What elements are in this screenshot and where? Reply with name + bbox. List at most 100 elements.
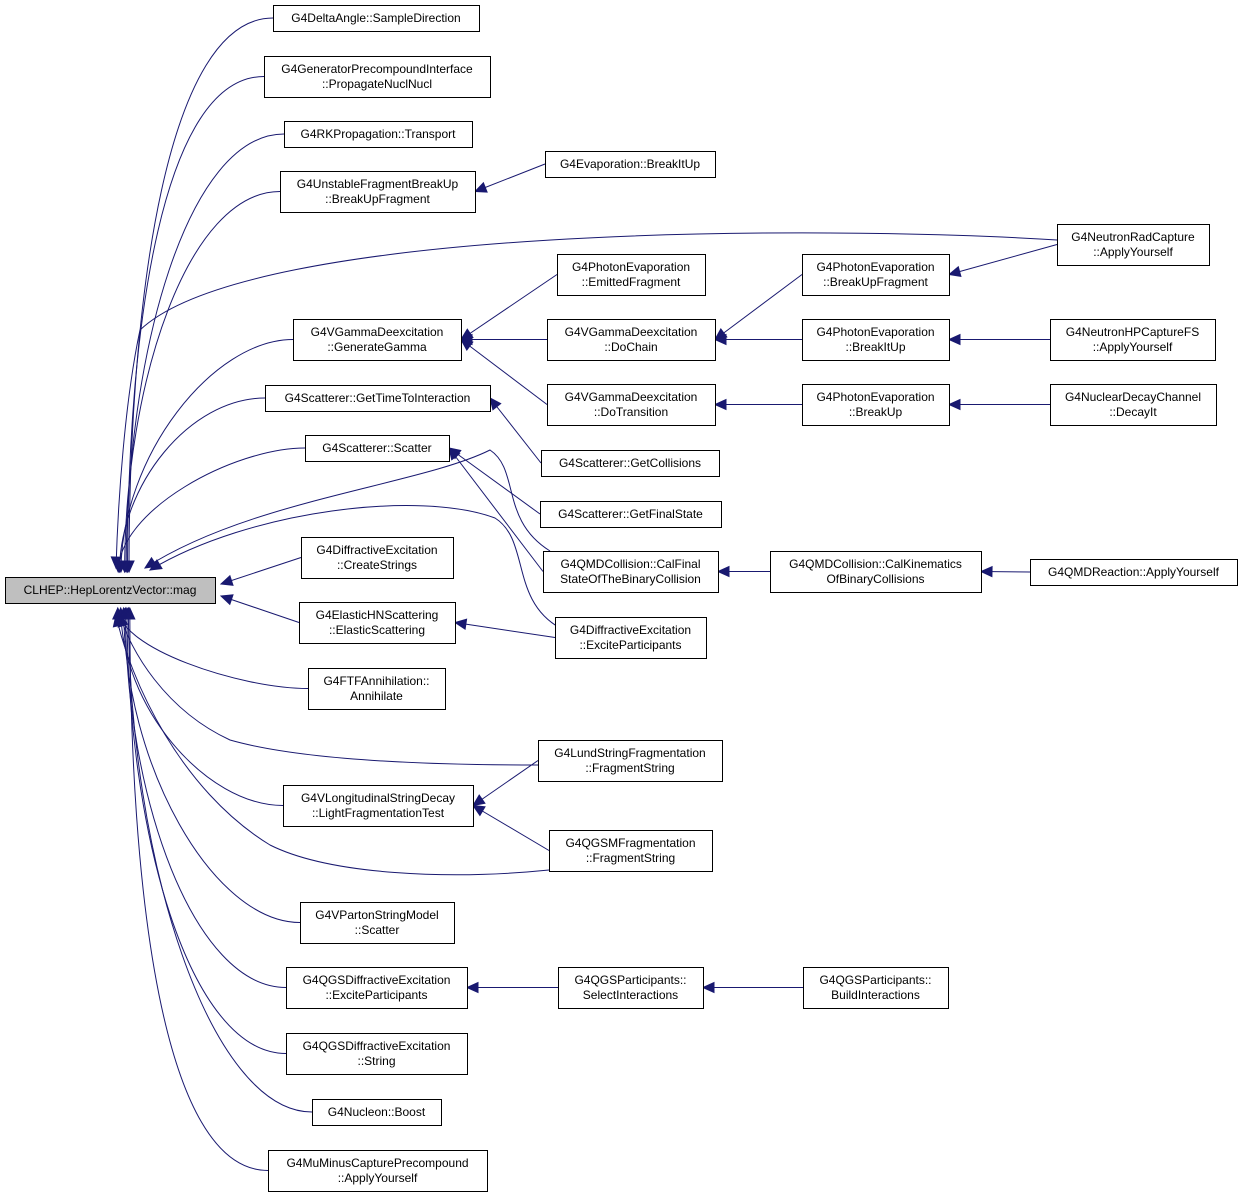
graph-node-n28[interactable]: G4VLongitudinalStringDecay::LightFragmen… xyxy=(283,785,474,827)
node-box xyxy=(265,385,491,412)
node-label: ::ExciteParticipants xyxy=(579,638,681,652)
graph-node-n20[interactable]: G4QMDCollision::CalFinalStateOfTheBinary… xyxy=(543,551,719,593)
graph-node-n16[interactable]: G4Scatterer::GetTimeToInteraction xyxy=(265,385,491,412)
graph-node-n24[interactable]: G4ElasticHNScattering::ElasticScattering xyxy=(299,602,456,644)
node-label: ::DecayIt xyxy=(1109,405,1157,419)
node-label: G4QMDCollision::CalFinal xyxy=(560,557,700,571)
node-label: OfBinaryCollisions xyxy=(826,572,924,586)
graph-node-n21[interactable]: G4QMDCollision::CalKinematicsOfBinaryCol… xyxy=(770,551,982,593)
graph-node-n17[interactable]: G4Scatterer::Scatter xyxy=(305,435,450,462)
node-label: G4Scatterer::GetFinalState xyxy=(558,507,703,521)
graph-node-n11[interactable]: G4PhotonEvaporation::BreakUpFragment xyxy=(802,254,950,296)
graph-node-n19[interactable]: G4Scatterer::GetFinalState xyxy=(540,501,722,528)
graph-node-n14[interactable]: G4NeutronHPCaptureFS::ApplyYourself xyxy=(1050,319,1216,361)
node-label: G4Scatterer::GetTimeToInteraction xyxy=(285,391,471,405)
node-label: CLHEP::HepLorentzVector::mag xyxy=(24,583,197,597)
edge-line xyxy=(115,232,1058,569)
graph-node-n34[interactable]: G4QGSDiffractiveExcitation::String xyxy=(286,1033,468,1075)
graph-node-n35[interactable]: G4Nucleon::Boost xyxy=(312,1099,442,1126)
graph-node-n12[interactable]: G4PhotonEvaporation::BreakItUp xyxy=(802,319,950,361)
node-box xyxy=(312,1099,442,1126)
node-label: ::FragmentString xyxy=(585,761,674,775)
node-label: ::CreateStrings xyxy=(337,558,417,572)
node-box xyxy=(770,551,982,593)
arrowhead-icon xyxy=(713,398,727,411)
graph-node-n3[interactable]: G4RKPropagation::Transport xyxy=(284,121,473,148)
node-box xyxy=(300,902,455,944)
graph-node-n33[interactable]: G4QGSParticipants::BuildInteractions xyxy=(803,967,949,1009)
node-box xyxy=(5,577,216,604)
graph-node-n30[interactable]: G4VPartonStringModel::Scatter xyxy=(300,902,455,944)
graph-node-n5[interactable]: G4Evaporation::BreakItUp xyxy=(545,151,716,178)
node-label: ::Scatter xyxy=(355,923,400,937)
edge-n31-to-root xyxy=(119,606,287,988)
edge-n19-to-n17 xyxy=(448,447,541,515)
node-label: G4VGammaDeexcitation xyxy=(565,325,698,339)
graph-node-n6[interactable]: G4NeutronRadCapture::ApplyYourself xyxy=(1057,224,1210,266)
graph-node-n29[interactable]: G4QGSMFragmentation::FragmentString xyxy=(549,830,713,872)
node-label: G4QMDReaction::ApplyYourself xyxy=(1048,565,1220,579)
node-label: ::BreakUpFragment xyxy=(325,192,430,206)
node-box xyxy=(284,121,473,148)
node-label: G4VPartonStringModel xyxy=(315,908,438,922)
graph-node-n8[interactable]: G4PhotonEvaporation::EmittedFragment xyxy=(557,254,706,296)
node-box xyxy=(1030,559,1238,586)
graph-node-n2[interactable]: G4GeneratorPrecompoundInterface::Propaga… xyxy=(264,56,491,98)
edge-line xyxy=(123,607,301,923)
edge-n22-to-n21 xyxy=(979,565,1031,578)
edge-line xyxy=(948,244,1058,275)
edge-n14-to-n12 xyxy=(947,333,1050,346)
node-label: ::BreakUp xyxy=(849,405,903,419)
graph-node-n25[interactable]: G4DiffractiveExcitation::ExciteParticipa… xyxy=(555,617,707,659)
graph-node-n13[interactable]: G4PhotonEvaporation::BreakUp xyxy=(802,384,950,426)
arrowhead-icon xyxy=(713,333,727,346)
node-box xyxy=(264,56,491,98)
graph-node-n32[interactable]: G4QGSParticipants::SelectInteractions xyxy=(558,967,704,1009)
graph-node-n26[interactable]: G4FTFAnnihilation::Annihilate xyxy=(308,668,446,710)
graph-node-n27[interactable]: G4LundStringFragmentation::FragmentStrin… xyxy=(538,740,723,782)
node-label: G4RKPropagation::Transport xyxy=(301,127,457,141)
graph-node-n23[interactable]: G4DiffractiveExcitation::CreateStrings xyxy=(301,537,454,579)
edge-line xyxy=(448,447,544,572)
arrowhead-icon xyxy=(947,333,961,346)
graph-node-n4[interactable]: G4UnstableFragmentBreakUp::BreakUpFragme… xyxy=(280,171,476,213)
node-label: G4QMDCollision::CalKinematics xyxy=(789,557,962,571)
node-label: G4NeutronRadCapture xyxy=(1071,230,1195,244)
edge-line xyxy=(149,505,561,629)
arrowhead-icon xyxy=(148,559,163,571)
edge-n35-to-root xyxy=(122,606,313,1113)
edge-n33-to-n32 xyxy=(701,981,803,994)
graph-node-n22[interactable]: G4QMDReaction::ApplyYourself xyxy=(1030,559,1238,586)
node-box xyxy=(308,668,446,710)
node-box xyxy=(547,384,716,426)
node-label: G4DeltaAngle::SampleDirection xyxy=(291,11,460,25)
edge-layer xyxy=(110,17,1058,1171)
node-label: G4Nucleon::Boost xyxy=(328,1105,426,1119)
node-label: G4MuMinusCapturePrecompound xyxy=(286,1156,468,1170)
edge-line xyxy=(460,339,548,405)
graph-node-n36[interactable]: G4MuMinusCapturePrecompound::ApplyYourse… xyxy=(268,1150,488,1192)
edge-line xyxy=(117,447,306,573)
node-box xyxy=(558,967,704,1009)
graph-node-n7[interactable]: G4VGammaDeexcitation::GenerateGamma xyxy=(293,319,462,361)
graph-node-n18[interactable]: G4Scatterer::GetCollisions xyxy=(541,450,720,477)
edge-line xyxy=(120,339,294,573)
node-label: ::EmittedFragment xyxy=(582,275,681,289)
node-box xyxy=(268,1150,488,1192)
edge-line xyxy=(472,760,539,806)
graph-node-n15[interactable]: G4NuclearDecayChannel::DecayIt xyxy=(1050,384,1217,426)
edge-line xyxy=(144,449,551,569)
graph-node-n10[interactable]: G4VGammaDeexcitation::DoTransition xyxy=(547,384,716,426)
node-box xyxy=(301,537,454,579)
node-box xyxy=(305,435,450,462)
node-label: ::ApplyYourself xyxy=(1093,245,1173,259)
graph-node-n31[interactable]: G4QGSDiffractiveExcitation::ExcitePartic… xyxy=(286,967,468,1009)
node-box xyxy=(283,785,474,827)
node-box xyxy=(543,551,719,593)
node-label: SelectInteractions xyxy=(583,988,678,1002)
graph-node-n9[interactable]: G4VGammaDeexcitation::DoChain xyxy=(547,319,716,361)
node-box xyxy=(280,171,476,213)
edge-line xyxy=(489,397,542,464)
graph-node-n1[interactable]: G4DeltaAngle::SampleDirection xyxy=(273,5,480,32)
edge-line xyxy=(129,607,269,1171)
